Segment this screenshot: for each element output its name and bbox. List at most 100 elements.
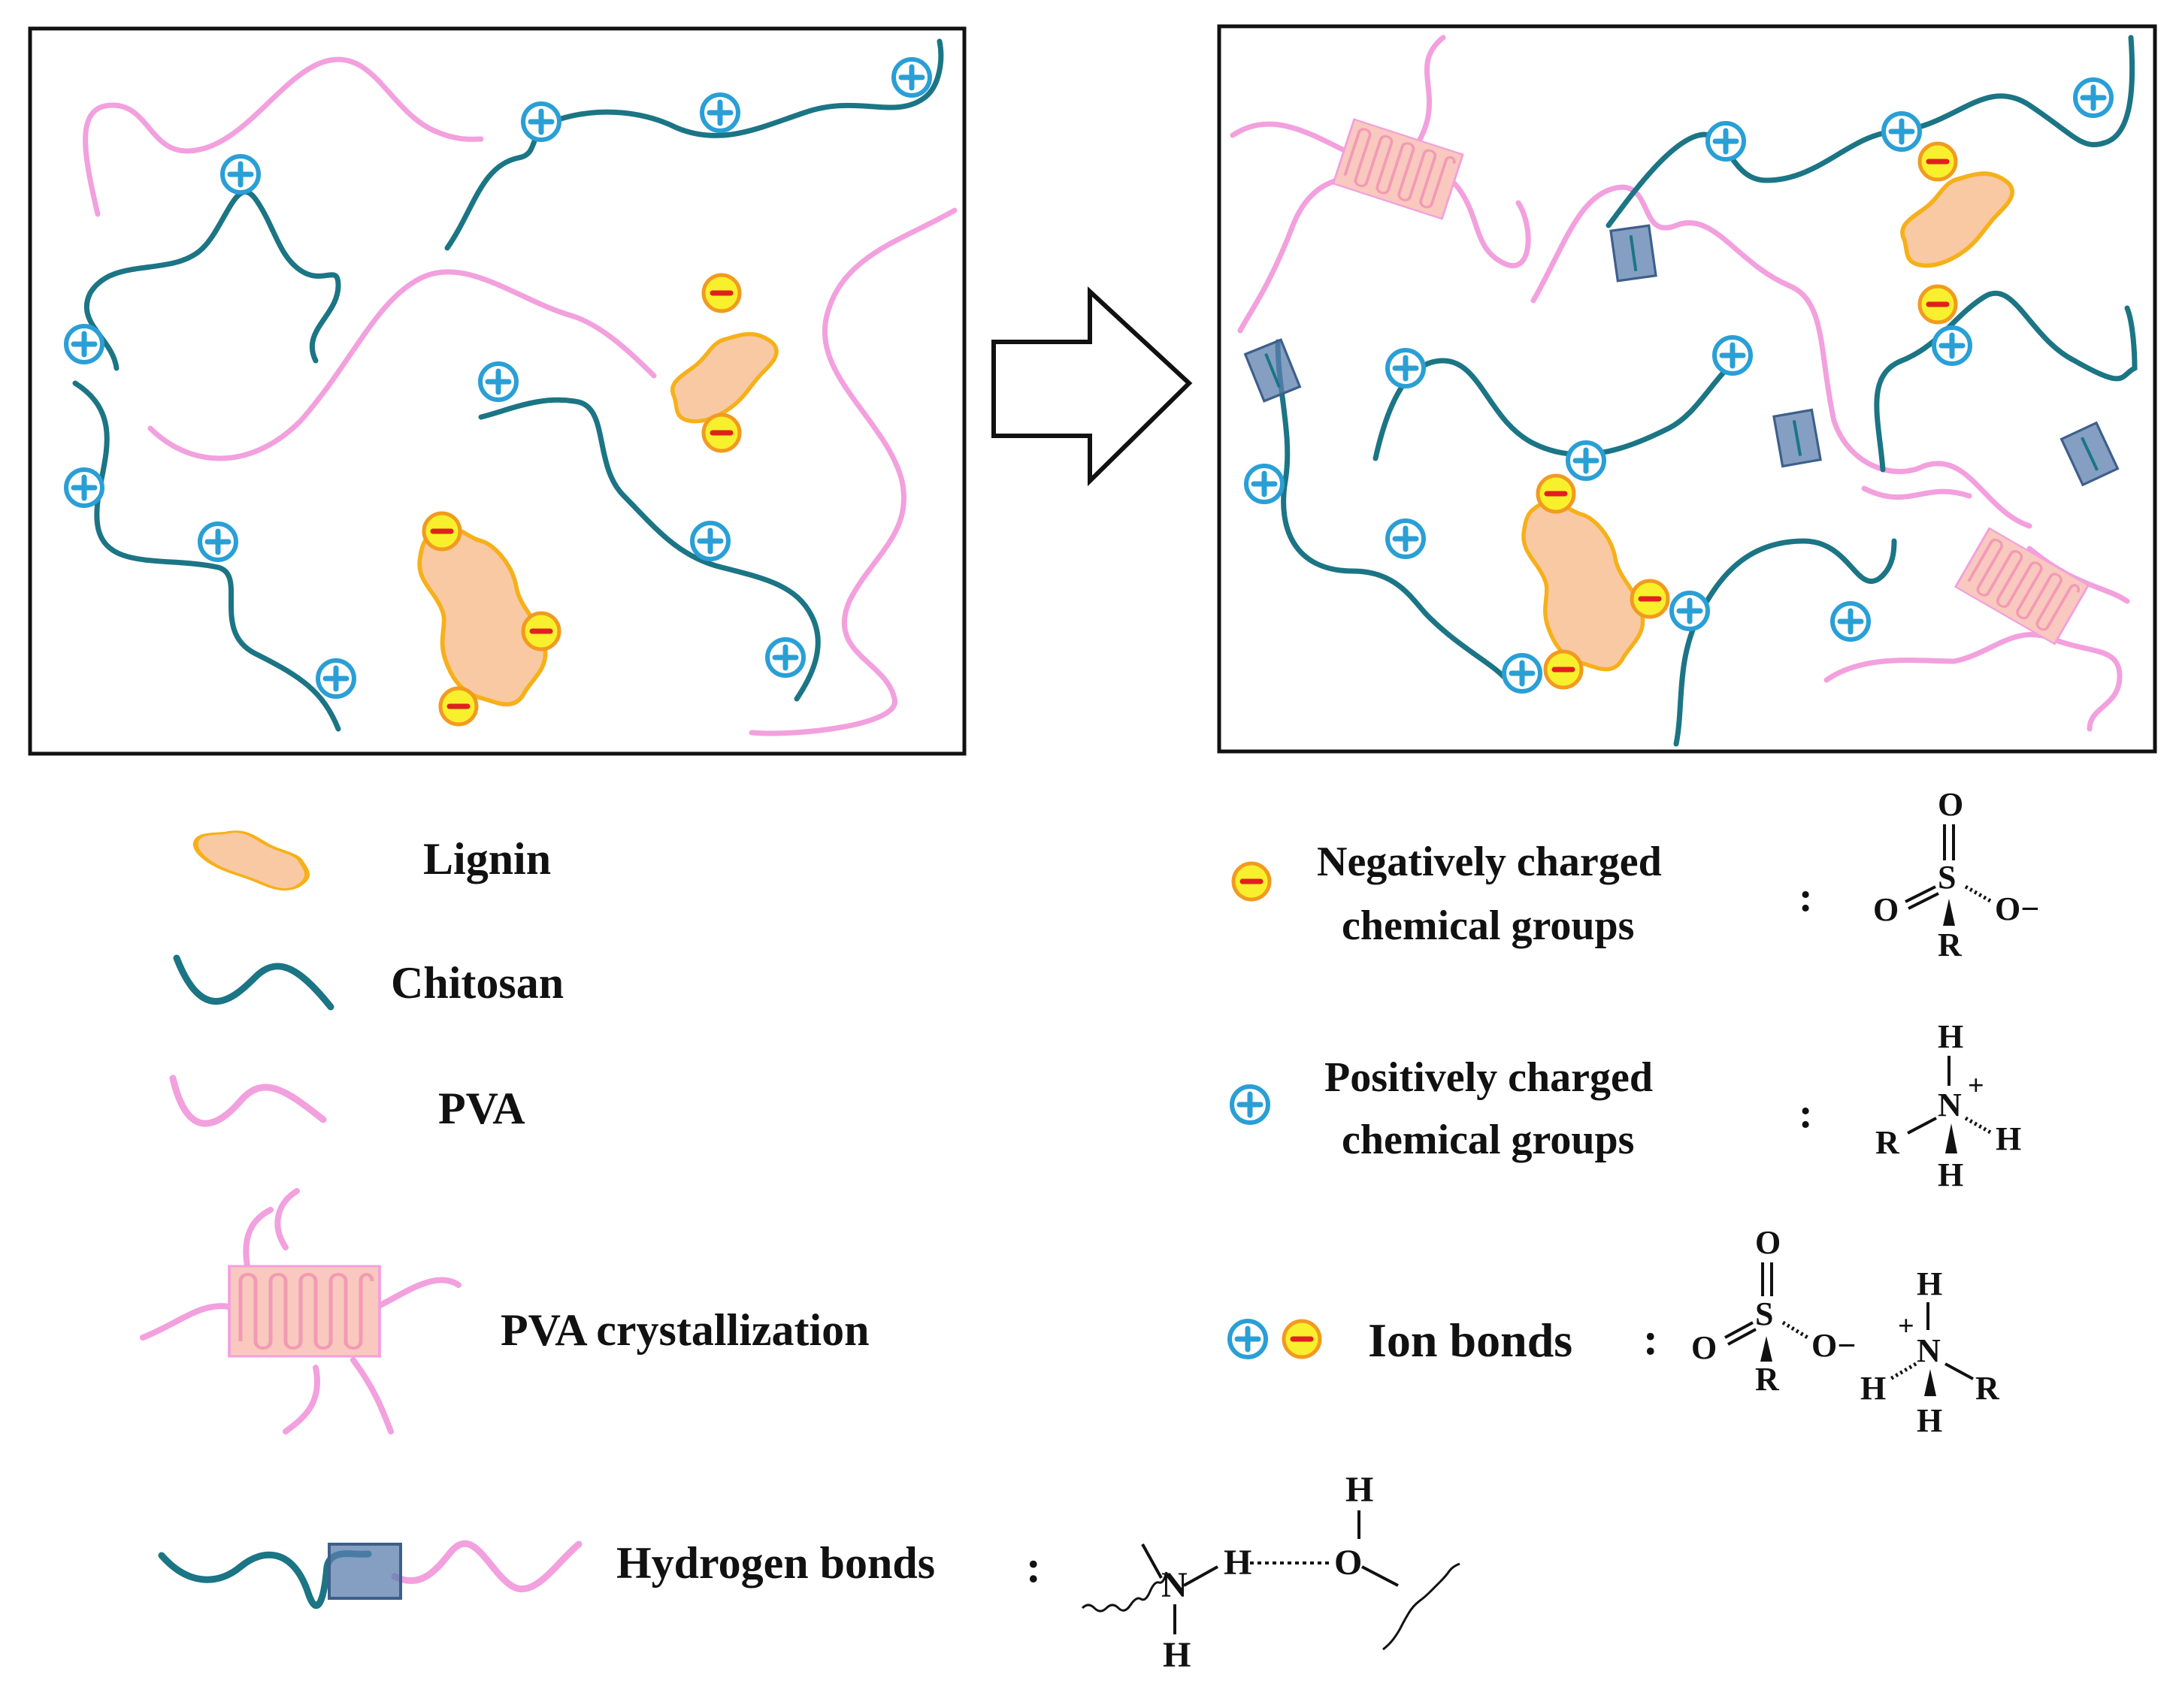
sulfonate-structure: O S O O− R xyxy=(1873,786,2039,963)
negative-charge-icon xyxy=(1538,476,1574,512)
pva-swatch-icon xyxy=(169,1075,327,1127)
svg-text:S: S xyxy=(1755,1295,1773,1332)
negative-charge-icon xyxy=(1233,863,1270,899)
legend-positive-groups: Positively charged chemical groups : H N… xyxy=(1232,1018,2021,1193)
chitosan-chain xyxy=(444,38,944,251)
positive-charge-icon xyxy=(1833,603,1869,639)
hydrogen-bond-box-icon xyxy=(328,1543,402,1600)
negative-charge-icon xyxy=(440,688,477,724)
svg-text:R: R xyxy=(1875,1124,1900,1161)
legend-pva-crystallization: PVA crystallization xyxy=(140,1188,870,1434)
negative-charge-icon xyxy=(1920,286,1956,322)
positive-charge-icon xyxy=(1672,593,1708,629)
svg-text:O: O xyxy=(1938,786,1963,823)
svg-text:H: H xyxy=(1996,1120,2021,1157)
chitosan-chain xyxy=(478,397,821,702)
legend-ion-bonds: Ion bonds : O S O O− R H + N H R xyxy=(1230,1224,2000,1439)
legend-hydrogen-bonds: Hydrogen bonds : N H H O H xyxy=(158,1470,1460,1675)
svg-text:S: S xyxy=(1938,859,1956,896)
legend-pva-label: PVA xyxy=(438,1084,525,1133)
svg-text:H: H xyxy=(1345,1470,1373,1510)
chitosan-chain xyxy=(1874,290,2138,473)
positive-charge-icon xyxy=(1714,337,1751,373)
positive-charge-icon xyxy=(66,326,102,362)
negative-charge-icon xyxy=(704,415,740,451)
legend-pva: PVA xyxy=(169,1075,525,1133)
legend-negative-colon: : xyxy=(1799,874,1813,921)
positive-charge-icon xyxy=(1388,521,1424,557)
svg-text:H: H xyxy=(1938,1018,1963,1055)
chitosan-chain xyxy=(72,380,341,732)
svg-text:R: R xyxy=(1755,1361,1780,1398)
legend-ion-bonds-label: Ion bonds xyxy=(1368,1313,1572,1367)
legend-left: Lignin Chitosan PVA PVA crystallization … xyxy=(140,832,1460,1675)
positive-charge-icon xyxy=(318,661,354,697)
svg-text:O−: O− xyxy=(1995,890,2039,927)
positive-charge-icon xyxy=(480,364,516,400)
svg-text:H: H xyxy=(1917,1402,1942,1439)
svg-text:O: O xyxy=(1334,1543,1362,1583)
legend-negative-line2: chemical groups xyxy=(1342,902,1634,949)
legend-positive-line2: chemical groups xyxy=(1342,1117,1634,1163)
chitosan-swatch-icon xyxy=(173,954,334,1011)
ion-bond-structure: O S O O− R H + N H R H xyxy=(1691,1224,2000,1439)
svg-text:H: H xyxy=(1224,1543,1251,1583)
positive-charge-icon xyxy=(523,104,559,140)
positive-charge-icon xyxy=(767,639,804,676)
svg-text:O: O xyxy=(1873,891,1899,928)
svg-text:+: + xyxy=(1898,1310,1914,1342)
svg-text:O: O xyxy=(1755,1224,1781,1261)
svg-text:H: H xyxy=(1163,1635,1191,1675)
hydrogen-bond-site xyxy=(1774,410,1820,466)
legend-hydrogen-bonds-label: Hydrogen bonds xyxy=(616,1538,935,1588)
positive-charge-icon xyxy=(1232,1087,1268,1123)
svg-text:R: R xyxy=(1975,1370,2000,1407)
legend-chitosan-label: Chitosan xyxy=(391,958,564,1008)
svg-text:N: N xyxy=(1161,1565,1188,1605)
ammonium-structure: H N + R H H xyxy=(1875,1018,2021,1193)
positive-charge-icon xyxy=(1230,1321,1266,1357)
legend-negative-groups: Negatively charged chemical groups : O S… xyxy=(1233,786,2039,963)
positive-charge-icon xyxy=(1568,443,1604,479)
svg-text:R: R xyxy=(1938,927,1963,963)
pva-chain xyxy=(1530,184,2032,529)
positive-charge-icon xyxy=(1934,328,1970,364)
legend-positive-line1: Positively charged xyxy=(1324,1054,1653,1101)
legend-chitosan: Chitosan xyxy=(173,954,564,1011)
positive-charge-icon xyxy=(222,156,259,192)
svg-text:N: N xyxy=(1938,1087,1962,1123)
svg-text:O−: O− xyxy=(1811,1327,1856,1364)
legend-right: Negatively charged chemical groups : O S… xyxy=(1230,786,2039,1439)
legend-lignin: Lignin xyxy=(195,832,551,890)
hydrogen-bond-pva-segment xyxy=(391,1540,583,1593)
svg-text:+: + xyxy=(1968,1070,1984,1102)
pva-chain xyxy=(749,207,958,736)
svg-text:H: H xyxy=(1917,1265,1942,1302)
positive-charge-icon xyxy=(692,523,728,559)
pva-chain xyxy=(147,269,657,461)
positive-charge-icon xyxy=(66,470,102,506)
positive-charge-icon xyxy=(1388,350,1424,386)
negative-charge-icon xyxy=(523,613,559,649)
legend-pva-crystallization-label: PVA crystallization xyxy=(501,1305,870,1355)
pva-crystallization-swatch-icon xyxy=(140,1188,462,1434)
before-panel xyxy=(28,26,967,756)
pva-chains-before xyxy=(83,56,958,736)
negative-charge-icon xyxy=(1545,651,1581,688)
legend-ion-bonds-colon: : xyxy=(1643,1314,1658,1364)
legend-negative-line1: Negatively charged xyxy=(1317,839,1662,885)
legend-lignin-label: Lignin xyxy=(423,834,551,884)
svg-text:N: N xyxy=(1917,1332,1941,1369)
negative-charge-icon xyxy=(1920,144,1956,180)
lignin-swatch-icon xyxy=(195,832,307,890)
negative-charge-icon xyxy=(704,275,740,311)
svg-text:H: H xyxy=(1938,1156,1963,1193)
positive-charge-icon xyxy=(200,524,236,560)
positive-charge-icon xyxy=(1884,113,1920,150)
positive-charge-icon xyxy=(894,59,930,95)
negative-charge-icon xyxy=(1632,581,1668,617)
chitosan-chain xyxy=(1275,339,1506,679)
svg-text:O: O xyxy=(1691,1329,1717,1366)
negative-charge-icon xyxy=(1284,1321,1320,1357)
